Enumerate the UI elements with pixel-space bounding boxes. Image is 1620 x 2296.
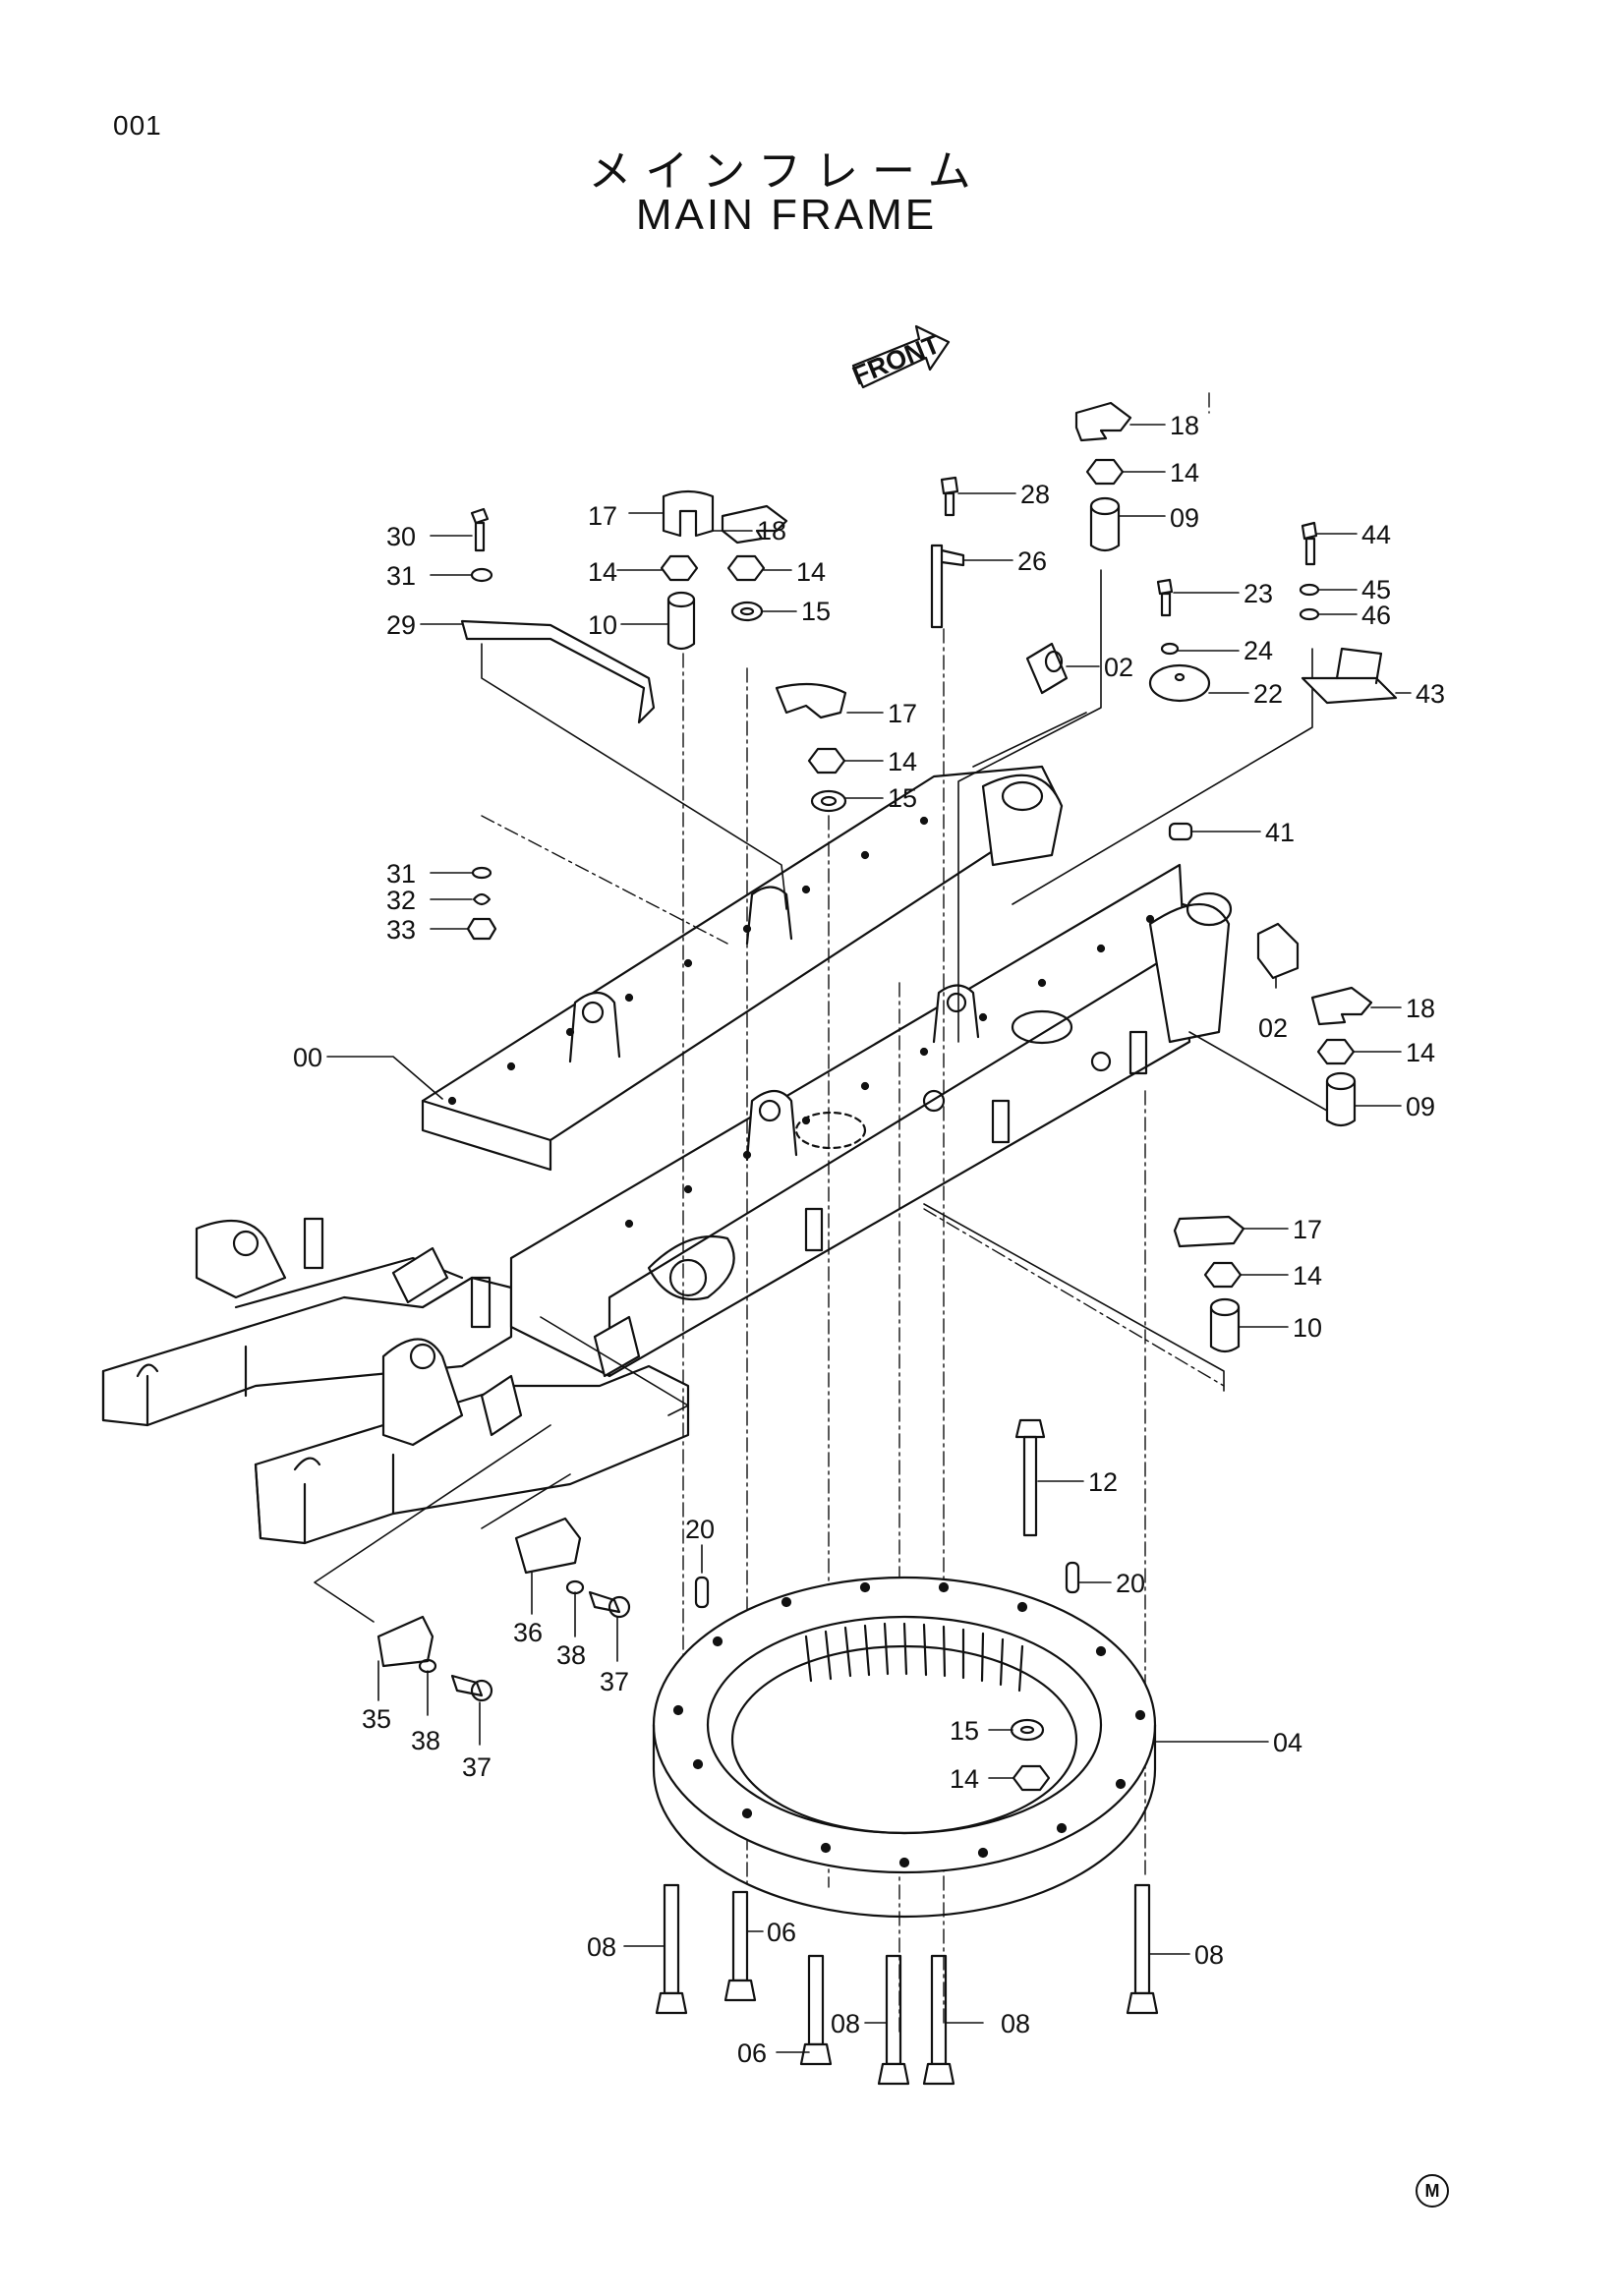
title-english: MAIN FRAME bbox=[635, 191, 938, 239]
callout-32: 32 bbox=[386, 886, 416, 915]
callout-28: 28 bbox=[1020, 480, 1050, 509]
callout-02: 02 bbox=[1104, 653, 1133, 682]
callout-31: 31 bbox=[386, 859, 416, 889]
callout-46: 46 bbox=[1361, 601, 1391, 630]
callout-14: 14 bbox=[1293, 1261, 1322, 1291]
corner-mark: M bbox=[1416, 2174, 1449, 2208]
callout-14: 14 bbox=[1170, 458, 1199, 488]
callout-08: 08 bbox=[587, 1932, 616, 1962]
callout-10: 10 bbox=[588, 610, 617, 640]
callout-18: 18 bbox=[1406, 994, 1435, 1023]
callout-09: 09 bbox=[1406, 1092, 1435, 1121]
swing-bearing bbox=[652, 1576, 1157, 1919]
front-arrow: FRONT bbox=[848, 324, 951, 391]
callout-14: 14 bbox=[588, 557, 617, 587]
main-frame-body bbox=[101, 765, 1233, 1545]
callout-14: 14 bbox=[950, 1764, 979, 1794]
loose-parts bbox=[376, 401, 1398, 1702]
mounting-bolts bbox=[655, 1883, 1159, 2086]
callout-31: 31 bbox=[386, 561, 416, 591]
callout-15: 15 bbox=[950, 1716, 979, 1746]
callout-43: 43 bbox=[1416, 679, 1445, 709]
title-japanese: メインフレーム bbox=[588, 146, 985, 197]
callout-33: 33 bbox=[386, 915, 416, 945]
callout-23: 23 bbox=[1244, 579, 1273, 608]
callout-08: 08 bbox=[1001, 2009, 1030, 2038]
callout-02: 02 bbox=[1258, 1013, 1288, 1043]
callout-20: 20 bbox=[1116, 1569, 1145, 1598]
callout-04: 04 bbox=[1273, 1728, 1302, 1757]
callout-38: 38 bbox=[411, 1726, 440, 1755]
callout-29: 29 bbox=[386, 610, 416, 640]
callout-22: 22 bbox=[1253, 679, 1283, 709]
callout-26: 26 bbox=[1017, 546, 1047, 576]
callout-12: 12 bbox=[1088, 1467, 1118, 1497]
callout-leaders bbox=[326, 424, 1412, 2053]
callout-15: 15 bbox=[801, 597, 831, 626]
callout-08: 08 bbox=[1194, 1940, 1224, 1970]
callout-36: 36 bbox=[513, 1618, 543, 1647]
callout-10: 10 bbox=[1293, 1313, 1322, 1343]
callout-44: 44 bbox=[1361, 520, 1391, 549]
callout-24: 24 bbox=[1244, 636, 1273, 665]
callout-14: 14 bbox=[888, 747, 917, 776]
callout-17: 17 bbox=[588, 501, 617, 531]
callout-14: 14 bbox=[796, 557, 826, 587]
callout-35: 35 bbox=[362, 1704, 391, 1734]
callout-18: 18 bbox=[1170, 411, 1199, 440]
callout-08: 08 bbox=[831, 2009, 860, 2038]
callout-06: 06 bbox=[767, 1918, 796, 1947]
callout-09: 09 bbox=[1170, 503, 1199, 533]
callout-38: 38 bbox=[556, 1640, 586, 1670]
callout-30: 30 bbox=[386, 522, 416, 551]
callout-17: 17 bbox=[1293, 1215, 1322, 1244]
callout-labels: 17 18 30 31 14 14 29 10 15 28 26 18 14 0… bbox=[293, 411, 1445, 2068]
callout-15: 15 bbox=[888, 783, 917, 813]
callout-14: 14 bbox=[1406, 1038, 1435, 1067]
callout-20: 20 bbox=[685, 1515, 715, 1544]
callout-00: 00 bbox=[293, 1043, 322, 1072]
callout-06: 06 bbox=[737, 2038, 767, 2068]
callout-37: 37 bbox=[462, 1752, 492, 1782]
callout-37: 37 bbox=[600, 1667, 629, 1696]
callout-45: 45 bbox=[1361, 575, 1391, 604]
front-arrow-label: FRONT bbox=[848, 329, 945, 391]
callout-41: 41 bbox=[1265, 818, 1295, 847]
bearing-bolt-holes bbox=[672, 1581, 1146, 1868]
page-number: 001 bbox=[113, 110, 162, 141]
callout-18: 18 bbox=[757, 516, 786, 545]
callout-17: 17 bbox=[888, 699, 917, 728]
